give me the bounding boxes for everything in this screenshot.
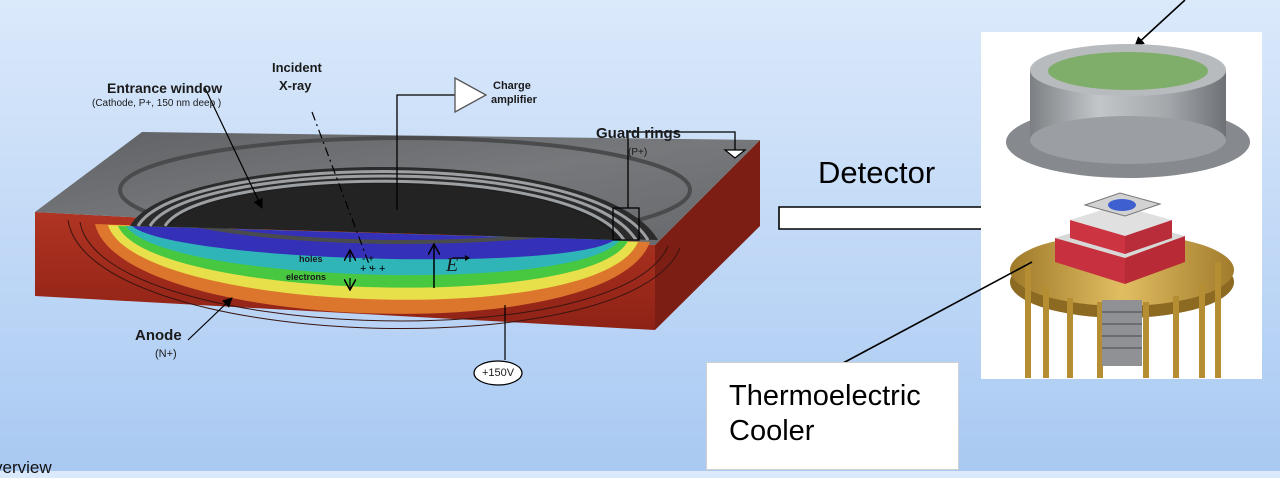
window-pointer-line: [1134, 0, 1186, 47]
thermoelectric-pointer-line: [829, 261, 1033, 371]
charge-amplifier-symbol: [396, 76, 488, 210]
svg-text:+ + +: + + +: [360, 263, 385, 275]
charge-label: Charge: [493, 80, 531, 92]
guard-rings-sublabel: (P+): [628, 147, 648, 158]
thermoelectric-stage: [1010, 192, 1234, 378]
amplifier-label: amplifier: [491, 94, 537, 106]
detector-label: Detector: [818, 155, 936, 190]
entrance-window-sublabel: (Cathode, P+, 150 nm deep ): [92, 98, 222, 109]
active-area: [170, 184, 616, 240]
wafer-right-side: [655, 140, 760, 330]
overview-label: verview: [0, 458, 52, 477]
anode-sublabel: (N+): [155, 348, 177, 360]
anode-leader: [187, 297, 233, 341]
e-field-label: E: [446, 254, 459, 276]
entrance-window-leader: [204, 87, 263, 209]
anode-label: Anode: [135, 327, 182, 344]
svg-text:- +: - +: [362, 254, 374, 265]
incident-label: Incident: [272, 60, 322, 75]
guard-rings-label: Guard rings: [596, 125, 682, 142]
bias-voltage-symbol: [473, 360, 523, 386]
detector-wafer: [35, 132, 760, 330]
thermoelectric-cooler-box: Thermoelectric Cooler: [706, 362, 959, 470]
detector-cap-housing: [1006, 44, 1250, 178]
bias-voltage-label: +150V: [482, 367, 515, 379]
xray-label: X-ray: [279, 78, 312, 93]
electrons-label: electrons: [286, 272, 327, 282]
guard-ring-ground-symbol: [612, 131, 747, 241]
entrance-window-label: Entrance window: [107, 80, 223, 96]
thermoelectric-cooler-label: Thermoelectric Cooler: [729, 380, 921, 447]
holes-label: holes: [299, 254, 323, 264]
carrier-arrows: + + + - +: [350, 250, 385, 290]
detector-window: [1048, 52, 1208, 90]
